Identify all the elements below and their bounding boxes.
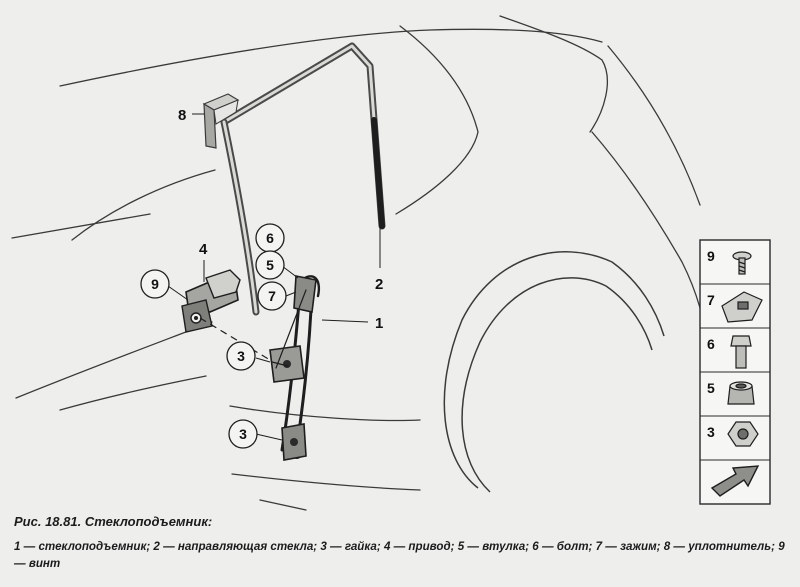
callout-3-upper: 3 (226, 341, 256, 371)
nut-icon (727, 421, 759, 447)
svg-text:6: 6 (266, 230, 274, 246)
seal-strip (202, 93, 240, 149)
caption-title: Рис. 18.81. Стеклоподъемник: (14, 514, 213, 529)
panel-number-5: 5 (707, 380, 715, 396)
panel-number-9: 9 (707, 248, 715, 264)
svg-text:9: 9 (151, 276, 159, 292)
caption-legend: 1 — стеклоподъемник; 2 — направляющая ст… (14, 540, 785, 570)
wheel-arch (443, 251, 665, 493)
panel-number-3: 3 (707, 424, 715, 440)
screw-icon (732, 251, 752, 275)
clip-icon (721, 291, 763, 323)
label-numbers: 1 2 4 8 (178, 107, 383, 332)
bushing-icon (727, 381, 755, 405)
figure-caption: Рис. 18.81. Стеклоподъемник: 1 — стеклоп… (14, 514, 790, 572)
callout-9: 9 (140, 269, 170, 299)
label-8: 8 (178, 107, 186, 124)
parts-panel: 9 7 6 5 3 (699, 239, 771, 505)
bolt-icon (730, 335, 752, 369)
svg-text:5: 5 (266, 257, 274, 273)
svg-text:3: 3 (237, 348, 245, 364)
panel-number-7: 7 (707, 292, 715, 308)
window-frame (220, 42, 386, 316)
callout-5: 5 (255, 250, 285, 280)
svg-text:7: 7 (268, 288, 276, 304)
svg-text:3: 3 (239, 426, 247, 442)
dash-line (199, 317, 271, 361)
front-arrow-icon (710, 465, 760, 497)
callout-6: 6 (255, 223, 285, 253)
panel-number-6: 6 (707, 336, 715, 352)
car-body-outline (11, 15, 709, 511)
label-1: 1 (375, 315, 383, 332)
window-regulator-diagram: 6 5 7 9 3 3 1 2 4 8 (11, 15, 771, 511)
callout-7: 7 (257, 281, 287, 311)
callout-3-lower: 3 (228, 419, 258, 449)
leader-lines (167, 113, 381, 441)
window-regulator-mechanism (269, 275, 321, 461)
label-2: 2 (375, 276, 383, 293)
label-4: 4 (199, 241, 208, 258)
drive-motor (181, 269, 241, 333)
